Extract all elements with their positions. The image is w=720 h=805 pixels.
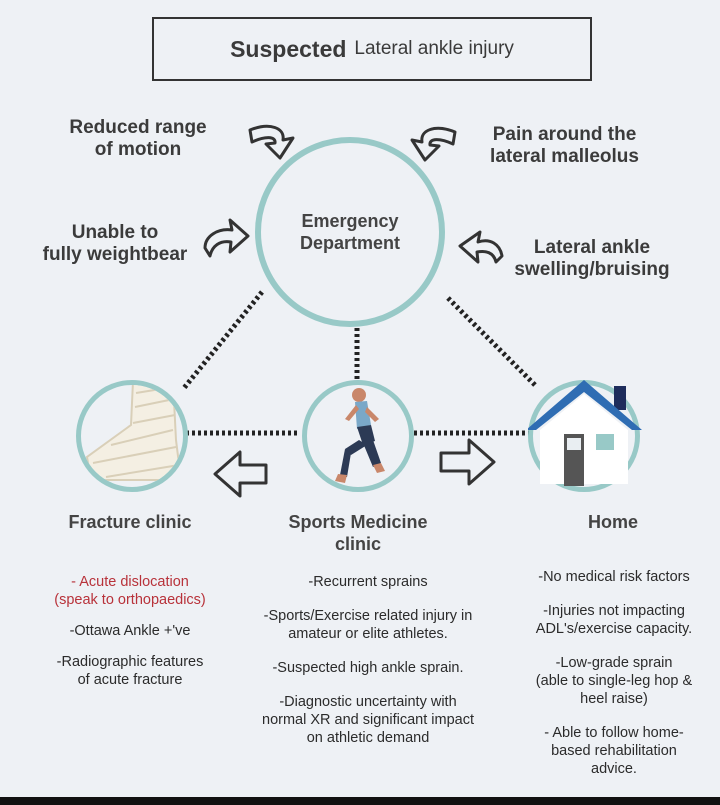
list-item: -Low-grade sprain (able to single-leg ho…	[505, 654, 720, 708]
list-item: -Ottawa Ankle +'ve	[10, 622, 250, 640]
symptom-text: Pain around the	[472, 124, 657, 146]
list-line: advice.	[591, 761, 637, 777]
sports-criteria-list: -Recurrent sprains -Sports/Exercise rela…	[232, 573, 504, 760]
emergency-department-circle: Emergency Department	[255, 137, 445, 327]
bottom-border	[0, 797, 720, 805]
symptom-text: Reduced range	[58, 117, 218, 139]
list-item: - Acute dislocation (speak to orthopaedi…	[10, 573, 250, 609]
arrow-left-icon	[215, 452, 266, 496]
list-line: on athletic demand	[307, 730, 430, 746]
symptom-weightbear: Unable to fully weightbear	[30, 222, 200, 266]
list-item: -Injuries not impacting ADL's/exercise c…	[505, 602, 720, 638]
symptom-text: swelling/bruising	[497, 259, 687, 281]
list-line: -Ottawa Ankle +'ve	[70, 623, 191, 639]
arrow-top-left-icon	[250, 126, 293, 158]
list-line: -Sports/Exercise related injury in	[264, 608, 473, 624]
fracture-clinic-circle	[76, 380, 188, 492]
list-line: (able to single-leg hop &	[536, 673, 692, 689]
house-icon	[528, 378, 648, 488]
node-label-line: clinic	[258, 533, 458, 555]
list-item: -Radiographic features of acute fracture	[10, 653, 250, 689]
fracture-clinic-label: Fracture clinic	[30, 511, 230, 533]
arrow-top-right-icon	[412, 128, 455, 160]
arrow-mid-left-icon	[205, 220, 248, 256]
list-line: -Injuries not impacting	[543, 603, 685, 619]
list-line: -Low-grade sprain	[556, 655, 673, 671]
sports-medicine-circle	[302, 380, 414, 492]
list-item: - Able to follow home- based rehabilitat…	[505, 724, 720, 778]
runner-icon	[307, 385, 409, 487]
list-item: -Diagnostic uncertainty with normal XR a…	[232, 693, 504, 747]
list-line: - Acute dislocation	[71, 574, 189, 590]
connector-center-right	[448, 298, 535, 385]
symptom-pain-malleolus: Pain around the lateral malleolus	[472, 124, 657, 168]
symptom-reduced-rom: Reduced range of motion	[58, 117, 218, 161]
symptom-text: lateral malleolus	[472, 146, 657, 168]
symptom-text: of motion	[58, 139, 218, 161]
list-line: -Radiographic features	[57, 654, 204, 670]
home-label: Home	[513, 511, 713, 533]
list-line: -No medical risk factors	[538, 569, 689, 585]
center-label: Emergency	[300, 210, 400, 232]
sports-medicine-label: Sports Medicine clinic	[258, 511, 458, 555]
list-item: -Sports/Exercise related injury in amate…	[232, 607, 504, 643]
list-line: -Recurrent sprains	[308, 574, 427, 590]
arrow-mid-right-icon	[460, 232, 502, 262]
list-line: amateur or elite athletes.	[288, 626, 448, 642]
list-line: heel raise)	[580, 691, 648, 707]
list-line: (speak to orthopaedics)	[54, 592, 206, 608]
list-line: - Able to follow home-	[544, 725, 683, 741]
list-line: ADL's/exercise capacity.	[536, 621, 692, 637]
node-label-line: Sports Medicine	[258, 511, 458, 533]
list-line: of acute fracture	[78, 672, 183, 688]
fracture-criteria-list: - Acute dislocation (speak to orthopaedi…	[10, 573, 250, 702]
arrow-right-icon	[441, 440, 494, 484]
center-label: Department	[300, 232, 400, 254]
list-line: based rehabilitation	[551, 743, 677, 759]
symptom-text: Unable to	[30, 222, 200, 244]
list-item: -Recurrent sprains	[232, 573, 504, 591]
list-line: -Diagnostic uncertainty with	[279, 694, 456, 710]
list-line: normal XR and significant impact	[262, 712, 474, 728]
symptom-swelling: Lateral ankle swelling/bruising	[497, 237, 687, 281]
list-line: -Suspected high ankle sprain.	[272, 660, 463, 676]
symptom-text: fully weightbear	[30, 244, 200, 266]
connector-center-left	[184, 292, 262, 388]
cast-foot-icon	[81, 385, 183, 487]
list-item: -No medical risk factors	[505, 568, 720, 586]
symptom-text: Lateral ankle	[497, 237, 687, 259]
list-item: -Suspected high ankle sprain.	[232, 659, 504, 677]
home-criteria-list: -No medical risk factors -Injuries not i…	[505, 568, 720, 791]
